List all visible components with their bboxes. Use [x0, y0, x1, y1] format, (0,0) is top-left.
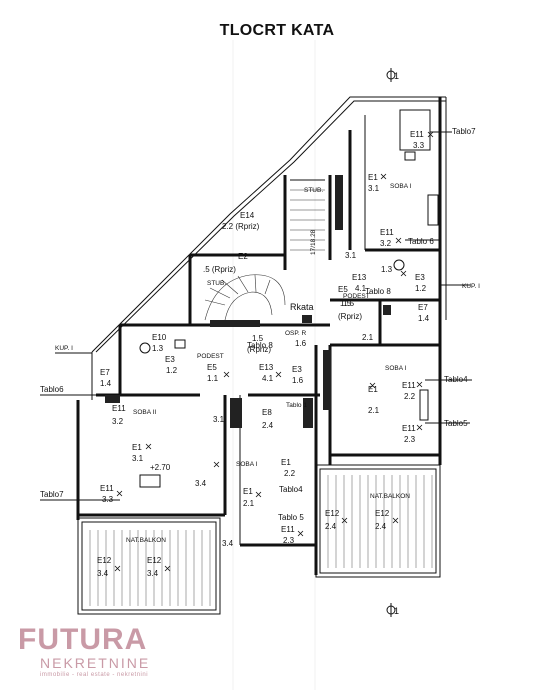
logo-main: FUTURA: [18, 623, 148, 656]
grid-lines: [232, 40, 316, 690]
fixtures: [139, 151, 439, 488]
room-podest-left: PODEST: [197, 353, 224, 360]
code-31b: 3.1: [345, 251, 357, 260]
room-soba1-right: SOBA I: [385, 365, 407, 372]
tablo-labels: Tablo7 Tablo 6 Tablo 8 Tablo4 Tablo5 Tab…: [40, 127, 480, 522]
tablo6-left: Tablo6: [40, 385, 64, 394]
stair-count: 17/18.28: [310, 229, 317, 255]
page-title: TLOCRT KATA: [219, 22, 335, 39]
section-markers: 1 1: [386, 68, 399, 617]
tablo5-right: Tablo5: [444, 419, 468, 428]
code-13: 1.3: [381, 265, 393, 274]
outlet-markers: [114, 131, 434, 572]
svg-text:1: 1: [394, 71, 399, 81]
height-mark: +2.70: [150, 463, 171, 472]
code-34a: 3.4: [195, 479, 207, 488]
brand-logo: FUTURA NEKRETNINE immobilie - real estat…: [18, 624, 168, 684]
interior-walls: [78, 109, 440, 575]
room-nat-balkon-left: NAT.BALKON: [126, 537, 166, 544]
room-stub-top: STUB.: [304, 187, 323, 194]
logo-sub: NEKRETNINE: [40, 655, 151, 671]
code-e2-top: E2.5 (Rpriz): [203, 252, 248, 274]
room-podest-right: PODEST: [343, 293, 370, 300]
room-stub-left: STUB.: [207, 280, 226, 287]
tablo7-left: Tablo7: [40, 490, 64, 499]
stair-treads: [204, 189, 325, 321]
room-soba1-center: SOBA I: [236, 461, 258, 468]
dark-wall-blocks: [105, 175, 391, 428]
tablo6-right: Tablo 6: [408, 237, 434, 246]
tablo-pointers: [40, 131, 472, 501]
code-15-rpriz: 1.5(Rpriz): [247, 334, 271, 354]
kup-left: KUP. I: [55, 345, 73, 352]
tablo1: Tablo 1: [286, 402, 307, 409]
code-34b: 3.4: [222, 539, 234, 548]
svg-text:1: 1: [394, 606, 399, 616]
code-21: 2.1: [362, 333, 374, 342]
room-soba2: SOBA II: [133, 409, 156, 416]
room-osp: OSP. R: [285, 330, 307, 337]
code-31: 3.1: [213, 415, 225, 424]
tablo4-center: Tablo4: [279, 485, 303, 494]
tablo7-top: Tablo7: [452, 127, 476, 136]
kup-right: KUP. I: [462, 283, 480, 290]
balcony-hatch-left: [89, 530, 211, 606]
room-soba1-top: SOBA I: [390, 183, 412, 190]
tablo8: Tablo 8: [365, 287, 391, 296]
room-nat-balkon-right: NAT.BALKON: [370, 493, 410, 500]
tablo5-center: Tablo 5: [278, 513, 304, 522]
tablo8-left: Tablo 8: [247, 341, 273, 350]
code-16: 1.6: [295, 339, 307, 348]
logo-tagline: immobilie - real estate - nekretnini: [40, 672, 149, 678]
tablo4-right: Tablo4: [444, 375, 468, 384]
room-labels: SOBA I SOBA I SOBA I SOBA II PODEST PODE…: [126, 183, 412, 544]
code-15-rpriz-r: 1.5(Rpriz): [338, 299, 362, 321]
room-kata: Rkata: [290, 302, 314, 312]
